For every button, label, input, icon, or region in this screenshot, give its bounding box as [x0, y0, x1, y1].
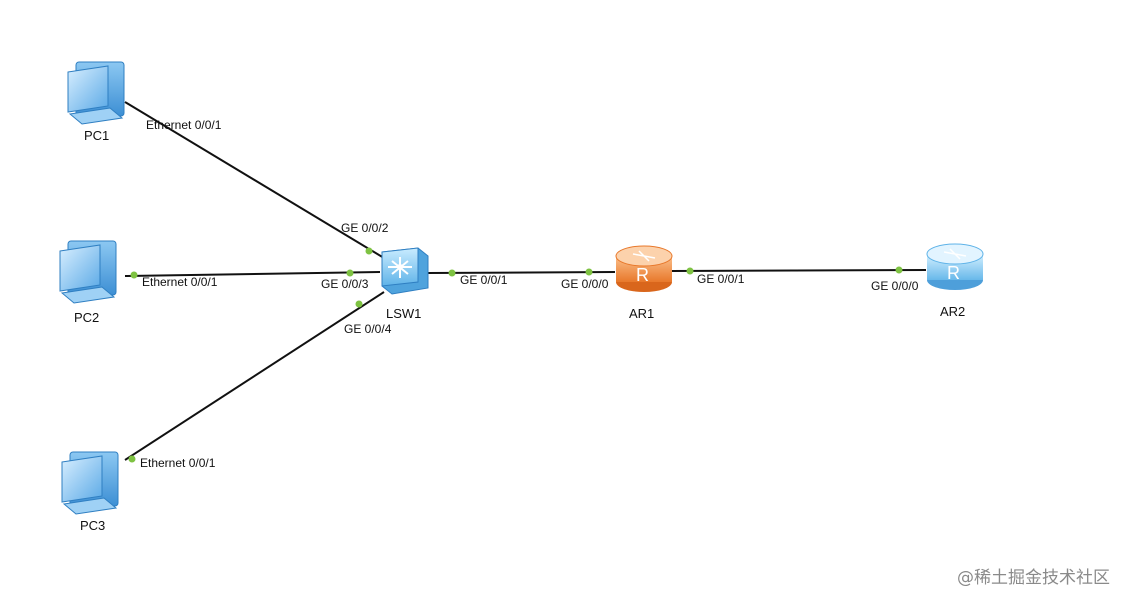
pc1-node[interactable]: PC1 [67, 61, 125, 143]
lsw1-node[interactable]: LSW1 [381, 247, 429, 321]
pc-icon [61, 451, 119, 515]
link-ar1-ar2 [671, 269, 927, 272]
link-pc2-lsw1 [124, 271, 381, 277]
port-dot-ar1-ge0 [585, 268, 593, 276]
port-dot-lsw1-ge1 [448, 269, 456, 277]
router-icon: R [615, 245, 673, 292]
pc2-node[interactable]: PC2 [59, 240, 117, 325]
lsw1-label: LSW1 [386, 306, 421, 321]
port-dot-pc3-eth [128, 455, 136, 463]
link-pc1-lsw1 [124, 101, 385, 259]
ar2-label: AR2 [940, 304, 965, 319]
port-dot-ar2-ge0 [895, 266, 903, 274]
port-dot-lsw1-ge2 [365, 247, 373, 255]
port-label-ar1-ge1: GE 0/0/1 [697, 272, 745, 286]
watermark-text: @稀土掘金技术社区 [957, 568, 1110, 588]
ar1-node[interactable]: R AR1 [615, 245, 673, 321]
port-dot-ar1-ge1 [686, 267, 694, 275]
switch-icon [381, 247, 429, 295]
port-label-lsw1-ge3: GE 0/0/3 [321, 277, 369, 291]
link-lsw1-ar1 [427, 271, 616, 274]
port-label-pc3-eth: Ethernet 0/0/1 [140, 456, 216, 470]
pc3-node[interactable]: PC3 [61, 451, 119, 533]
link-pc3-lsw1 [124, 291, 385, 461]
router-icon: R [926, 243, 984, 290]
port-label-lsw1-ge2: GE 0/0/2 [341, 221, 389, 235]
pc3-label: PC3 [80, 518, 105, 533]
port-label-lsw1-ge4: GE 0/0/4 [344, 322, 392, 336]
port-label-ar1-ge0: GE 0/0/0 [561, 277, 609, 291]
pc-icon [59, 240, 117, 304]
pc-icon [67, 61, 125, 125]
port-label-lsw1-ge1: GE 0/0/1 [460, 273, 508, 287]
pc1-label: PC1 [84, 128, 109, 143]
port-dot-lsw1-ge4 [355, 300, 363, 308]
ar1-label: AR1 [629, 306, 654, 321]
port-label-pc2-eth: Ethernet 0/0/1 [142, 275, 218, 289]
ar2-router-letter: R [947, 263, 960, 283]
port-dot-pc2-eth [130, 271, 138, 279]
ar2-node[interactable]: R AR2 [926, 243, 984, 319]
port-label-pc1-eth: Ethernet 0/0/1 [146, 118, 222, 132]
port-dot-lsw1-ge3 [346, 269, 354, 277]
ar1-router-letter: R [636, 265, 649, 285]
port-label-ar2-ge0: GE 0/0/0 [871, 279, 919, 293]
pc2-label: PC2 [74, 310, 99, 325]
